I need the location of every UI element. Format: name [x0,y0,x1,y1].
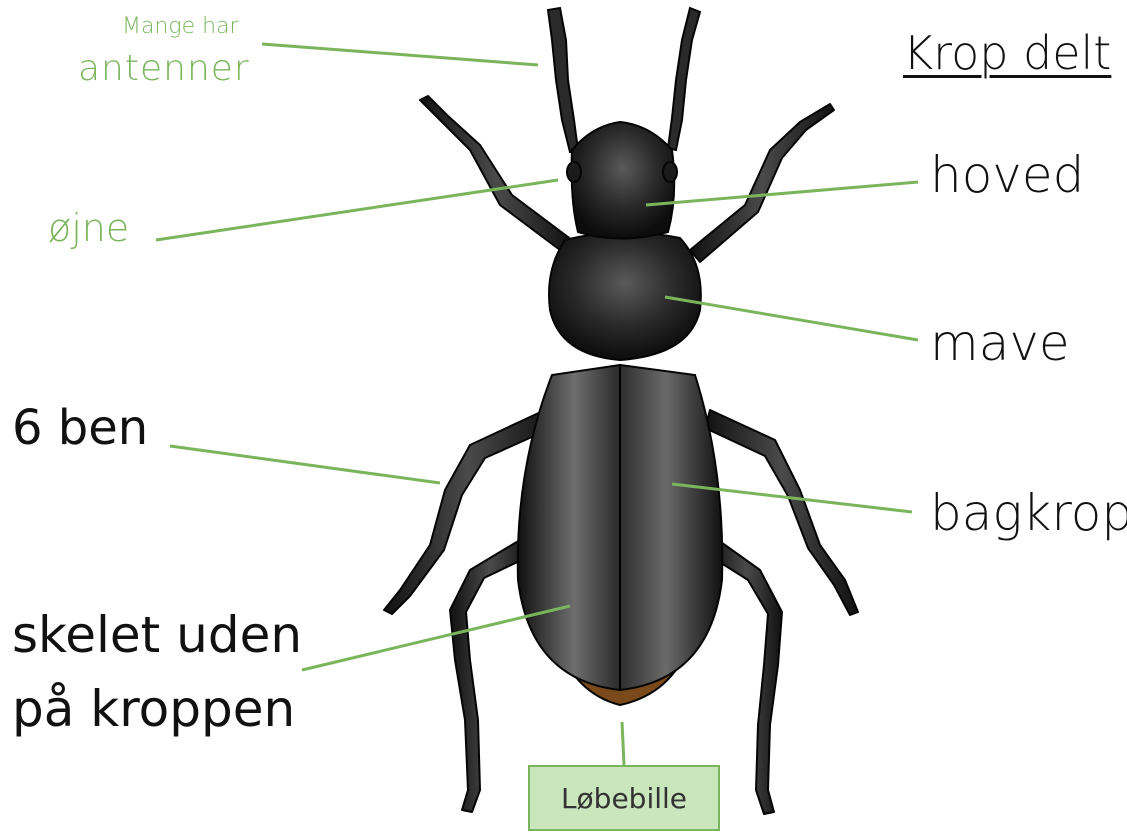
label-skeleton-line1: skelet uden [12,598,302,672]
label-middle: mave [930,314,1070,372]
label-antenna-note: Mange har [122,14,239,39]
label-antennae: antenner [78,48,250,89]
label-skeleton: skelet uden på kroppen [12,598,302,746]
pointer-legs [170,446,440,483]
label-eyes: øjne [48,206,129,250]
label-abdomen: bagkrop [930,484,1127,542]
page-title: Krop delt [903,26,1111,80]
pointer-eyes [156,180,558,240]
label-head: hoved [930,146,1084,204]
pointer-antennae [262,44,538,65]
specimen-name-box: Løbebille [528,765,720,831]
label-skeleton-line2: på kroppen [12,672,302,746]
pointer-name [622,722,624,765]
beetle-body [518,122,722,705]
pointer-skeleton [302,606,570,670]
pointer-middle [665,297,918,340]
specimen-name: Løbebille [561,782,687,815]
pointer-head [646,182,918,205]
label-legs: 6 ben [12,400,148,456]
